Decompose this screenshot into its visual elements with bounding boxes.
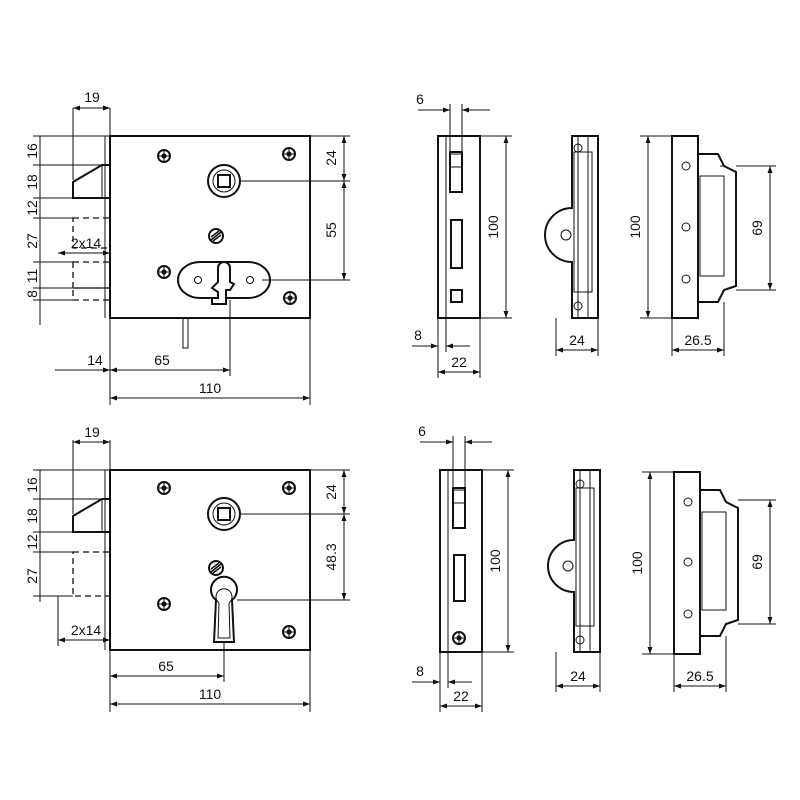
screw-icon (157, 597, 171, 611)
screw-icon (157, 149, 171, 163)
dim-label: 65 (154, 352, 170, 368)
top-row: 19 16 18 12 27 11 8 2x14 24 (24, 89, 776, 405)
dim-label: 8 (24, 290, 40, 298)
screw-icon (282, 147, 296, 161)
keeper: 24 (547, 469, 601, 692)
lock-body (72, 469, 311, 651)
strike-plate: 100 69 26.5 (629, 471, 776, 692)
bottom-row: 19 16 18 12 27 2x14 24 48.3 (24, 423, 776, 712)
dim-label: 26.5 (686, 668, 713, 684)
follower-icon (207, 497, 241, 531)
dim-label: 14 (87, 352, 103, 368)
dim-label: 110 (199, 380, 222, 396)
dim-label: 11 (24, 269, 40, 284)
screw-icon (452, 631, 466, 645)
screw-icon (208, 560, 224, 576)
screw-icon (157, 265, 171, 279)
dim-label: 69 (749, 220, 765, 236)
dim-label: 55 (323, 222, 339, 238)
keyhole-icon (177, 261, 271, 305)
cylinder-icon (210, 575, 238, 643)
dim-label: 24 (569, 332, 585, 348)
keeper: 24 (544, 135, 599, 356)
dim-label: 6 (418, 423, 426, 439)
dim-label: 18 (24, 508, 40, 524)
dim-label: 100 (485, 215, 501, 239)
screw-icon (157, 481, 171, 495)
dim-label: 12 (24, 200, 40, 216)
lock-dimensions: 19 16 18 12 27 2x14 24 48.3 (24, 424, 350, 712)
dim-label: 6 (416, 91, 424, 107)
screw-icon (282, 481, 296, 495)
dim-label: 27 (24, 568, 40, 584)
dim-label: 12 (24, 534, 40, 550)
dim-label: 22 (451, 354, 467, 370)
dim-label: 8 (414, 327, 422, 343)
lock-dimensions: 19 16 18 12 27 11 8 2x14 24 (24, 89, 350, 405)
lock-body (72, 135, 311, 349)
dim-label: 69 (749, 554, 765, 570)
dim-label: 19 (84, 89, 100, 105)
screw-icon (208, 228, 224, 244)
dim-label: 8 (416, 663, 424, 679)
dim-label: 22 (453, 688, 469, 704)
dim-label: 65 (158, 658, 174, 674)
dim-label: 24 (323, 150, 339, 166)
dim-label: 19 (84, 424, 100, 440)
dim-label: 110 (199, 686, 222, 702)
dim-label: 16 (24, 477, 40, 493)
dim-label: 16 (24, 143, 40, 159)
screw-icon (282, 625, 296, 639)
dim-label: 26.5 (684, 332, 711, 348)
dim-label: 100 (487, 549, 503, 573)
dim-label: 48.3 (323, 543, 339, 570)
forend-plate: 6 100 8 22 (412, 423, 514, 712)
screw-icon (283, 291, 297, 305)
forend-plate: 6 100 8 22 (412, 91, 512, 378)
dim-label: 18 (24, 174, 40, 190)
dim-label: 24 (323, 484, 339, 500)
dim-label: 24 (570, 668, 586, 684)
dim-label: 100 (627, 215, 643, 239)
dim-label: 100 (629, 551, 645, 575)
follower-icon (207, 164, 241, 198)
strike-plate: 100 69 26.5 (627, 135, 776, 356)
dim-label: 2x14 (71, 622, 102, 638)
dim-label: 2x14 (71, 235, 102, 251)
dim-label: 27 (24, 233, 40, 249)
